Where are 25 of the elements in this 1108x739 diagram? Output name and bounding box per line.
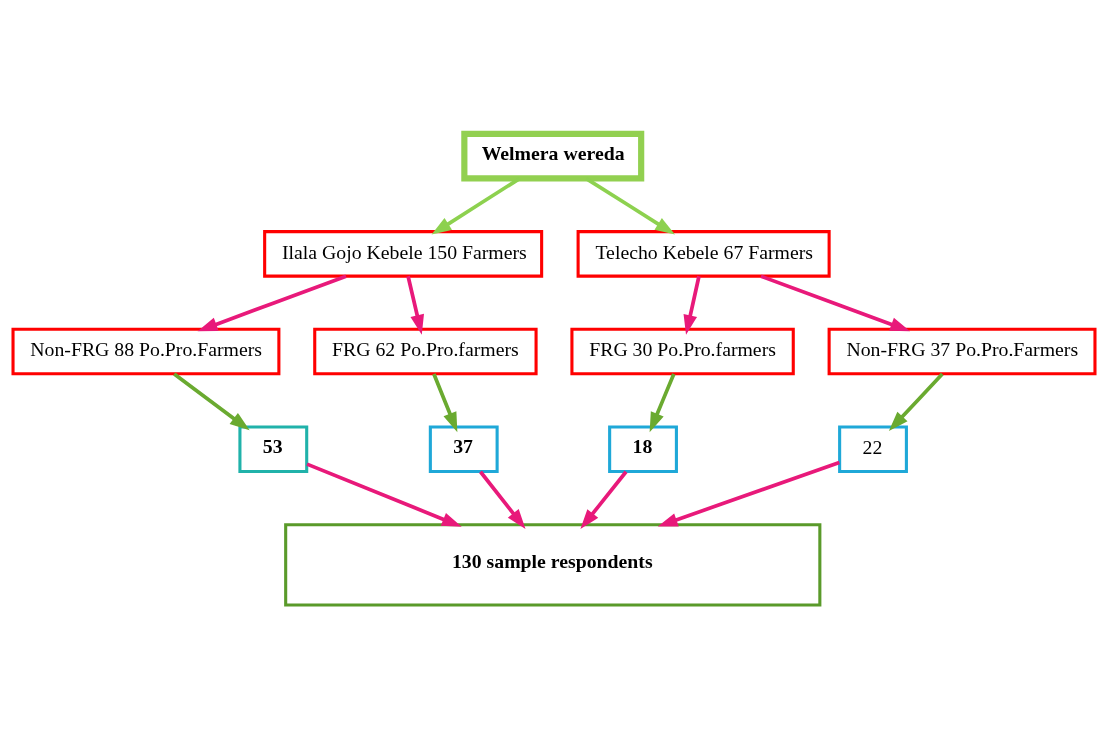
arrow	[306, 462, 462, 527]
node-box: 53	[238, 425, 309, 474]
node-box: FRG 62 Po.Pro.farmers	[313, 327, 538, 376]
node-box: 130 sample respondents	[284, 523, 822, 607]
arrow	[683, 275, 701, 335]
node-box: Non-FRG 88 Po.Pro.Farmers	[11, 327, 281, 376]
arrow	[585, 177, 675, 235]
arrow	[432, 373, 458, 433]
node-box: 18	[608, 425, 678, 474]
node-box: FRG 30 Po.Pro.farmers	[570, 327, 795, 376]
arrow	[760, 274, 911, 332]
arrow	[888, 372, 944, 432]
node-box: 37	[428, 425, 499, 474]
node-box: Non-FRG 37 Po.Pro.Farmers	[827, 327, 1097, 376]
arrow	[406, 275, 424, 335]
arrow	[580, 470, 628, 529]
node-box: Welmera wereda	[461, 130, 645, 182]
node-box: Telecho Kebele 67 Farmers	[576, 230, 831, 278]
node-box: Ilala Gojo Kebele 150 Farmers	[263, 230, 544, 278]
arrow	[649, 373, 676, 433]
arrow	[173, 372, 250, 431]
arrow	[197, 274, 347, 332]
arrow	[657, 460, 840, 527]
arrow	[479, 470, 526, 529]
node-box: 22	[838, 425, 908, 474]
